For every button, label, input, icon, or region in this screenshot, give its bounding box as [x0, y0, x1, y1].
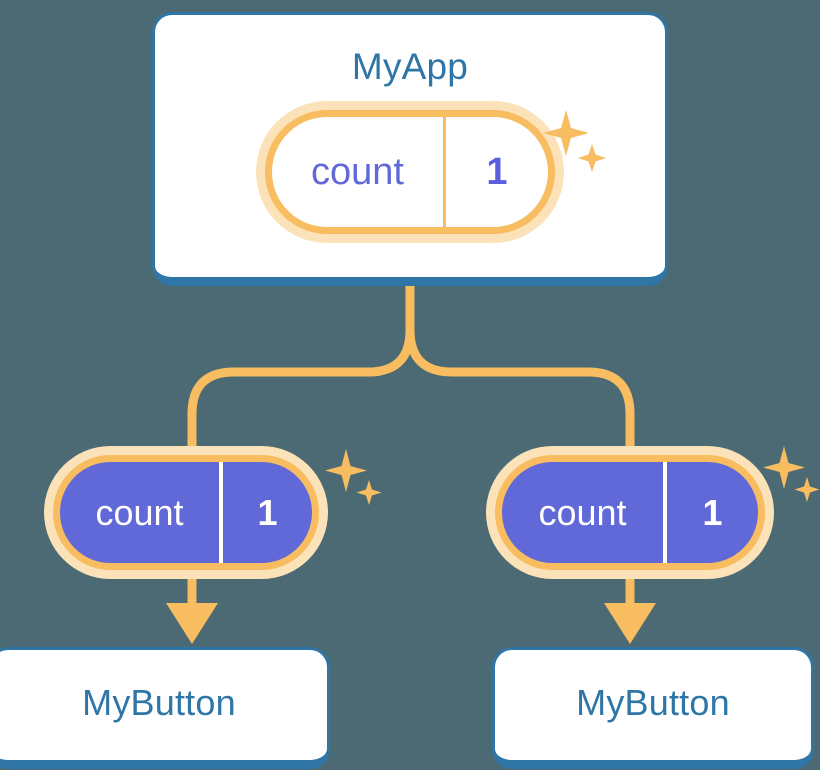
sparkle-icon-group-child-left [325, 449, 382, 505]
state-pill-body: count 1 [53, 455, 319, 570]
state-pill-child-right[interactable]: count 1 [495, 455, 765, 570]
component-title-myapp: MyApp [351, 46, 469, 87]
state-pill-myapp[interactable]: count 1 [265, 110, 555, 234]
sparkle-small-icon [794, 477, 820, 502]
state-key: count [272, 117, 446, 227]
wire-arrow-left [166, 572, 218, 644]
component-card-mybutton-left[interactable]: MyButton [0, 647, 330, 769]
component-title-mybutton-right: MyButton [576, 682, 730, 723]
component-card-mybutton-right[interactable]: MyButton [492, 647, 814, 769]
sparkle-large-icon [763, 446, 805, 489]
state-value: 1 [486, 151, 508, 193]
state-key: count [60, 462, 224, 563]
state-value: 1 [257, 491, 278, 533]
component-title-mybutton-left: MyButton [82, 682, 236, 723]
state-pill-body: count 1 [495, 455, 765, 570]
sparkle-icon-group-child-right [763, 446, 820, 502]
state-value: 1 [702, 491, 723, 533]
wire-branch-left [187, 329, 415, 458]
wire-branch-right [405, 329, 635, 458]
sparkle-small-icon [356, 480, 382, 505]
sparkle-large-icon [325, 449, 367, 492]
state-key: count [502, 462, 668, 563]
state-pill-body: count 1 [265, 110, 555, 234]
state-pill-child-left[interactable]: count 1 [53, 455, 319, 570]
wire-arrow-right [604, 572, 656, 644]
